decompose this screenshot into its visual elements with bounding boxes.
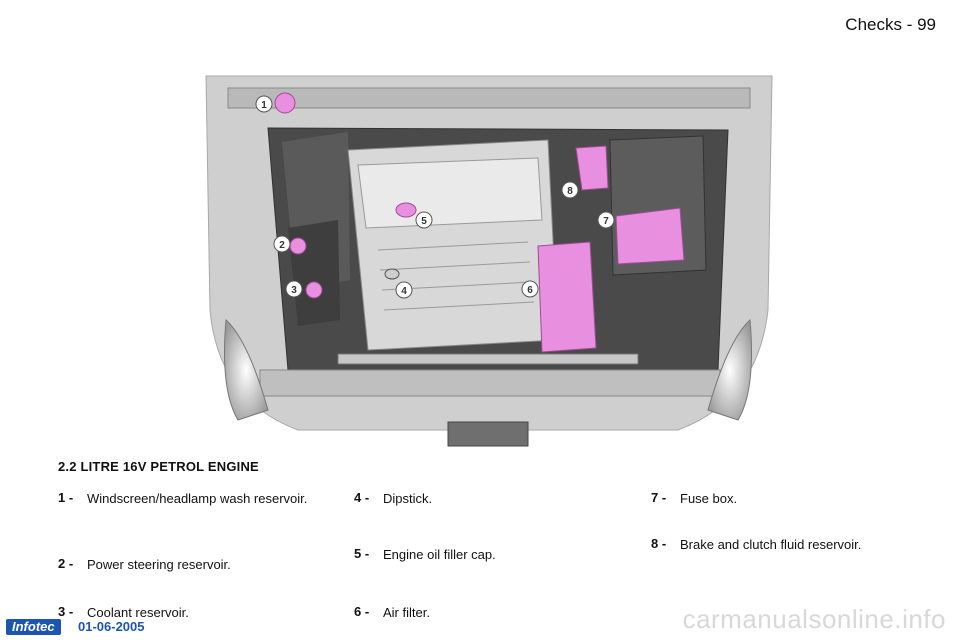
- legend-number: 5 -: [354, 546, 370, 561]
- page-header: Checks - 99: [845, 15, 936, 34]
- engine-bay-illustration: 1 2 3 4 5 6 7 8: [198, 70, 780, 452]
- legend-text: Fuse box.: [680, 491, 738, 506]
- callout-1: 1: [261, 100, 267, 111]
- legend-text: Windscreen/headlamp wash reservoir.: [87, 491, 308, 506]
- legend-text: Air filter.: [383, 605, 430, 620]
- watermark: carmanualsonline.info: [682, 604, 946, 634]
- callout-5: 5: [421, 216, 427, 227]
- callout-3: 3: [291, 285, 297, 296]
- footer-date: 01-06-2005: [78, 619, 145, 634]
- legend-number: 7 -: [651, 490, 667, 505]
- callout-8-marker: [561, 181, 579, 199]
- legend-text: Coolant reservoir.: [87, 605, 189, 620]
- section-title: 2.2 LITRE 16V PETROL ENGINE: [58, 459, 259, 474]
- legend-number: 1 -: [58, 490, 74, 505]
- legend-number: 3 -: [58, 604, 74, 619]
- callout-2: 2: [279, 240, 285, 251]
- callout-2-marker: [273, 235, 291, 253]
- engine-bay-svg: 1 2 3 4 5 6 7 8: [205, 75, 773, 447]
- callout-4-marker: [395, 281, 413, 299]
- legend-text: Power steering reservoir.: [87, 557, 231, 572]
- callout-7: 7: [603, 216, 609, 227]
- legend-number: 6 -: [354, 604, 370, 619]
- callout-5-marker: [415, 211, 433, 229]
- infotec-logo: Infotec: [6, 619, 61, 635]
- callout-1-marker: [255, 95, 273, 113]
- callout-7-marker: [597, 211, 615, 229]
- legend-text: Dipstick.: [383, 491, 433, 506]
- callout-8: 8: [567, 186, 573, 197]
- callout-6-marker: [521, 280, 539, 298]
- callout-6: 6: [527, 285, 533, 296]
- legend-text: Brake and clutch fluid reservoir.: [680, 537, 862, 552]
- legend-text: Engine oil filler cap.: [383, 547, 496, 562]
- legend-number: 8 -: [651, 536, 667, 551]
- legend-number: 2 -: [58, 556, 74, 571]
- callout-4: 4: [401, 286, 407, 297]
- legend-number: 4 -: [354, 490, 370, 505]
- callout-3-marker: [285, 280, 303, 298]
